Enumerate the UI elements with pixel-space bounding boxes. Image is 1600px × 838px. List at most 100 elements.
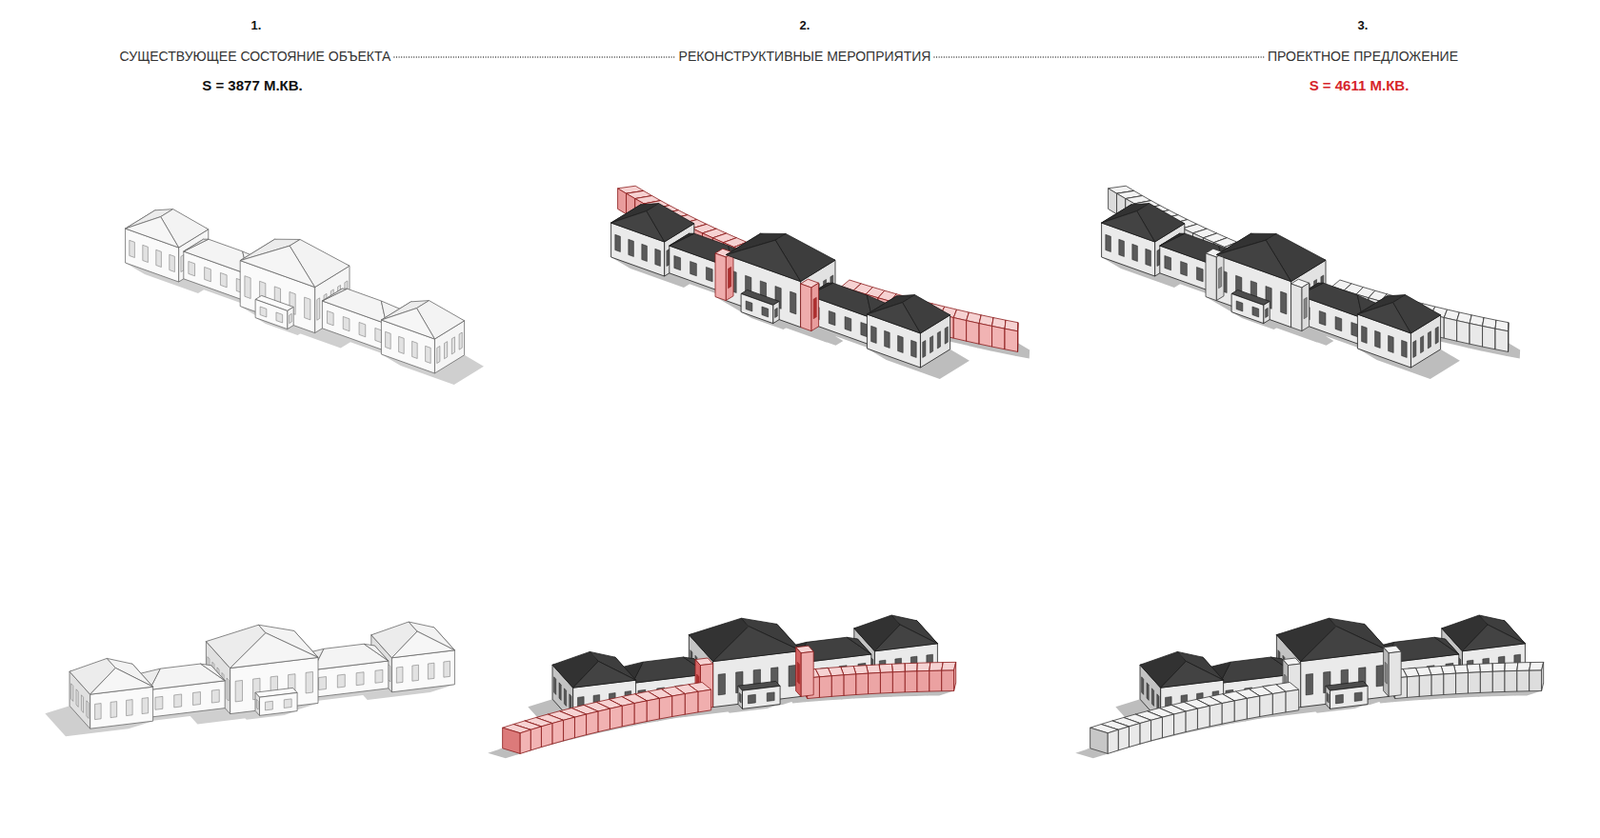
existing-building-top bbox=[125, 209, 484, 385]
roof bbox=[1216, 233, 1326, 281]
window bbox=[1335, 694, 1343, 704]
roof bbox=[205, 624, 319, 668]
face bbox=[183, 239, 248, 275]
window bbox=[437, 345, 440, 363]
building-block bbox=[941, 661, 957, 691]
face bbox=[904, 662, 918, 672]
face bbox=[892, 671, 905, 693]
face bbox=[240, 245, 315, 287]
window bbox=[399, 336, 405, 354]
face bbox=[1301, 282, 1310, 331]
face bbox=[1482, 325, 1496, 349]
face bbox=[563, 717, 576, 741]
face bbox=[1457, 320, 1470, 345]
stage-number: 1. bbox=[251, 18, 262, 34]
roof bbox=[866, 295, 950, 334]
window bbox=[1420, 336, 1424, 354]
window bbox=[1375, 330, 1381, 348]
face bbox=[552, 720, 564, 744]
window bbox=[126, 700, 134, 717]
face bbox=[618, 188, 627, 215]
window bbox=[761, 306, 769, 318]
face bbox=[1466, 663, 1480, 673]
window bbox=[319, 677, 327, 691]
face bbox=[868, 672, 881, 694]
face bbox=[1507, 322, 1509, 353]
face bbox=[725, 252, 734, 300]
face bbox=[1461, 624, 1525, 652]
window bbox=[563, 688, 566, 707]
window bbox=[235, 680, 242, 701]
roof bbox=[611, 203, 695, 242]
face bbox=[1140, 720, 1152, 744]
window bbox=[1361, 325, 1368, 343]
face bbox=[929, 670, 942, 692]
window bbox=[615, 234, 621, 252]
face bbox=[621, 703, 635, 727]
face bbox=[917, 670, 930, 692]
roof bbox=[125, 209, 209, 248]
face bbox=[1272, 691, 1286, 715]
window bbox=[342, 316, 350, 331]
face bbox=[1454, 664, 1469, 674]
face bbox=[1174, 711, 1186, 736]
building-block bbox=[1482, 318, 1497, 350]
face bbox=[1504, 662, 1519, 672]
window bbox=[110, 701, 118, 719]
face bbox=[260, 692, 299, 716]
roof bbox=[552, 651, 637, 688]
stage-heading: РЕКОНСТРУКТИВНЫЕ МЕРОПРИЯТИЯ bbox=[679, 48, 932, 65]
window bbox=[1303, 297, 1307, 319]
window bbox=[674, 255, 681, 270]
window bbox=[169, 254, 176, 272]
window bbox=[375, 327, 382, 342]
window bbox=[828, 310, 836, 325]
face bbox=[1221, 700, 1235, 724]
existing-building-front bbox=[44, 621, 455, 737]
roof bbox=[1140, 651, 1224, 688]
window bbox=[705, 266, 713, 281]
window bbox=[304, 297, 311, 320]
reconstruction-front bbox=[487, 615, 956, 759]
face bbox=[866, 664, 881, 674]
face bbox=[1517, 662, 1531, 672]
window bbox=[1252, 306, 1260, 318]
face bbox=[725, 240, 800, 281]
window bbox=[628, 239, 635, 257]
window bbox=[412, 340, 419, 359]
face bbox=[200, 663, 226, 681]
area-value: S = 3877 М.КВ. bbox=[201, 77, 302, 95]
face bbox=[1260, 694, 1274, 718]
proposal-front bbox=[1075, 615, 1543, 759]
building-block bbox=[738, 680, 780, 709]
face bbox=[609, 705, 622, 729]
window bbox=[813, 297, 817, 319]
face bbox=[874, 624, 938, 652]
face bbox=[1246, 696, 1260, 720]
window bbox=[337, 674, 345, 688]
window bbox=[317, 298, 320, 320]
roof bbox=[1441, 615, 1526, 652]
window bbox=[129, 240, 136, 258]
face bbox=[1231, 293, 1264, 323]
window bbox=[256, 699, 259, 710]
building-block bbox=[255, 687, 298, 716]
window bbox=[788, 664, 796, 686]
face bbox=[672, 694, 686, 718]
face bbox=[1160, 233, 1185, 246]
window bbox=[305, 671, 313, 693]
face bbox=[1101, 211, 1156, 242]
face bbox=[1209, 703, 1222, 727]
window bbox=[944, 326, 948, 344]
window bbox=[911, 340, 918, 358]
window bbox=[326, 310, 334, 325]
face bbox=[287, 306, 295, 329]
face bbox=[713, 626, 801, 662]
face bbox=[1263, 300, 1271, 323]
window bbox=[747, 694, 756, 704]
window bbox=[1351, 321, 1359, 337]
face bbox=[1480, 671, 1493, 693]
building-block bbox=[1383, 645, 1402, 697]
face bbox=[1151, 717, 1163, 741]
